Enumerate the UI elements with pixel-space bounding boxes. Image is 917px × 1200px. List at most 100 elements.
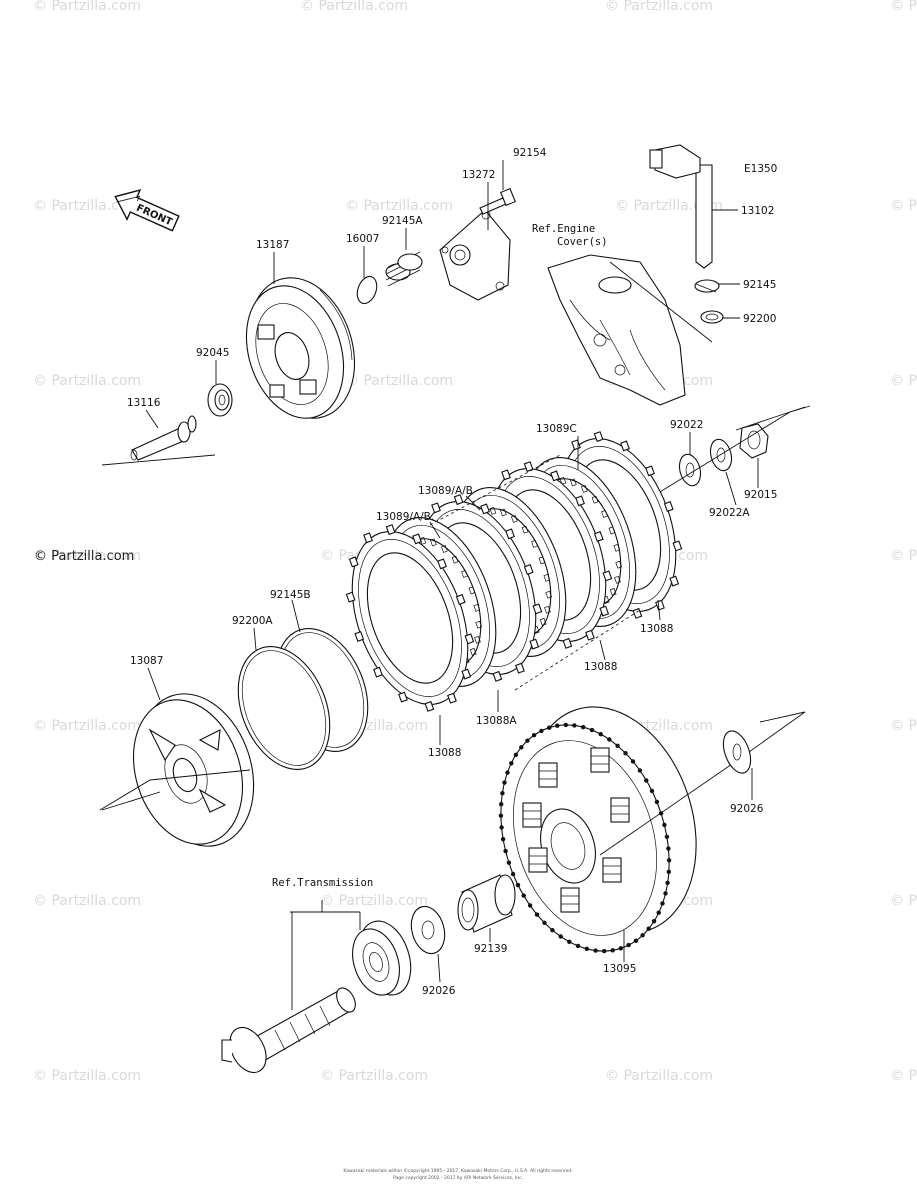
gear-tooth: [531, 733, 537, 738]
ref-engine-line2: Cover(s): [557, 236, 608, 248]
gear-tooth: [584, 946, 589, 951]
gear-tooth: [575, 943, 581, 949]
gear-tooth: [499, 825, 504, 830]
label-13089AB-1: 13089/A/B: [418, 485, 473, 497]
gear-tooth: [602, 948, 607, 954]
watermark-text: © Partzilla.com: [33, 548, 141, 564]
gear-tooth: [510, 871, 516, 877]
watermark-text: © Partzilla.com: [890, 373, 917, 389]
watermark-text: © Partzilla.com: [890, 548, 917, 564]
gear-tooth: [506, 860, 512, 865]
watermark-text: © Partzilla.com: [33, 893, 141, 909]
label-92145B: 92145B: [270, 589, 311, 601]
label-92145: 92145: [743, 279, 776, 291]
leader-lines: [145, 160, 759, 983]
spring-92145A: [385, 251, 423, 287]
gear-tooth: [663, 891, 668, 896]
clutch-plate-stack: [345, 431, 683, 712]
gear-tooth: [550, 928, 555, 933]
gear-tooth: [630, 759, 636, 764]
gear-tooth: [626, 942, 631, 948]
gear-tooth: [515, 882, 521, 888]
gear-tooth: [666, 869, 671, 874]
watermark-text: © Partzilla.com: [605, 0, 713, 14]
clutch-housing-13095: [498, 706, 697, 954]
watermark-text: © Partzilla.com: [33, 198, 141, 214]
washer-92022: [678, 453, 702, 487]
label-16007: 16007: [346, 233, 379, 245]
lifter-plate-13272: [439, 209, 511, 301]
gear-tooth: [646, 926, 651, 931]
label-92015: 92015: [744, 489, 777, 501]
label-92154: 92154: [513, 147, 547, 159]
pressure-plate-13187: [245, 277, 356, 419]
o-ring-92200A: [237, 646, 331, 770]
gear-tooth: [644, 778, 649, 783]
watermark-text: © Partzilla.com: [890, 1068, 917, 1084]
housing-window: [538, 762, 558, 788]
gear-tooth: [567, 939, 572, 944]
gear-tooth: [666, 858, 672, 863]
housing-window: [602, 857, 622, 883]
gear-tooth: [656, 910, 661, 915]
lever-shaft-13102: [649, 144, 713, 269]
gear-tooth: [539, 728, 544, 734]
gear-tooth: [513, 752, 519, 757]
watermark-text: © Partzilla.com: [890, 0, 917, 14]
watermark-text: © Partzilla.com: [320, 1068, 428, 1084]
gear-tooth: [607, 737, 612, 742]
label-92022A: 92022A: [709, 507, 750, 519]
bolt-92154: [479, 187, 516, 215]
label-13088A: 13088A: [476, 715, 517, 727]
housing-window: [590, 747, 610, 773]
washer-92026-left: [410, 905, 446, 955]
gear-tooth: [662, 822, 667, 828]
gear-tooth: [547, 725, 552, 730]
label-92026-b: 92026: [422, 985, 456, 997]
gear-tooth: [618, 946, 623, 951]
gear-tooth: [615, 743, 620, 748]
watermark-text: © Partzilla.com: [890, 718, 917, 734]
watermark-text: © Partzilla.com: [33, 718, 141, 734]
gear-tooth: [527, 903, 533, 908]
nut-92015: [739, 423, 769, 459]
label-92022: 92022: [670, 419, 703, 431]
watermark-text: © Partzilla.com: [300, 0, 408, 14]
label-13187: 13187: [256, 239, 289, 251]
housing-window: [560, 887, 580, 913]
gear-tooth: [499, 802, 504, 807]
copyright-line2: Page copyright 2002 - 2017 by ARI Networ…: [393, 1175, 523, 1181]
gear-tooth: [593, 948, 598, 953]
watermark-text: © Partzilla.com: [33, 1068, 141, 1084]
label-13102: 13102: [741, 205, 774, 217]
copyright-line1: Kawasaki materials within ©copyright 199…: [343, 1167, 572, 1174]
watermark-text: © Partzilla.com: [320, 893, 428, 909]
gear-tooth: [654, 799, 660, 805]
gear-tooth: [521, 893, 526, 898]
label-13095: 13095: [603, 963, 636, 975]
diagram-code: E1350: [744, 163, 777, 175]
watermark-text: © Partzilla.com: [345, 373, 453, 389]
label-13089C: 13089C: [536, 423, 577, 435]
watermark-text: © Partzilla.com: [33, 373, 141, 389]
watermark-text: © Partzilla.com: [890, 893, 917, 909]
gear-tooth: [637, 768, 643, 773]
gear-tooth: [558, 934, 563, 939]
washer-92026-right: [722, 730, 752, 774]
gear-tooth: [660, 901, 665, 906]
label-92200: 92200: [743, 313, 776, 325]
watermark-text: © Partzilla.com: [33, 0, 141, 14]
spring-92145: [694, 279, 720, 293]
gear-tooth: [542, 920, 547, 925]
gear-tooth: [534, 912, 540, 917]
circlip-16007: [356, 275, 378, 305]
gear-tooth: [589, 727, 595, 733]
label-92045: 92045: [196, 347, 229, 359]
ref-transmission: Ref.Transmission: [272, 877, 373, 889]
label-13088-b: 13088: [584, 661, 617, 673]
gear-tooth: [572, 723, 577, 728]
gear-tooth: [665, 880, 670, 885]
gear-tooth: [649, 788, 655, 794]
label-92026-a: 92026: [730, 803, 764, 815]
